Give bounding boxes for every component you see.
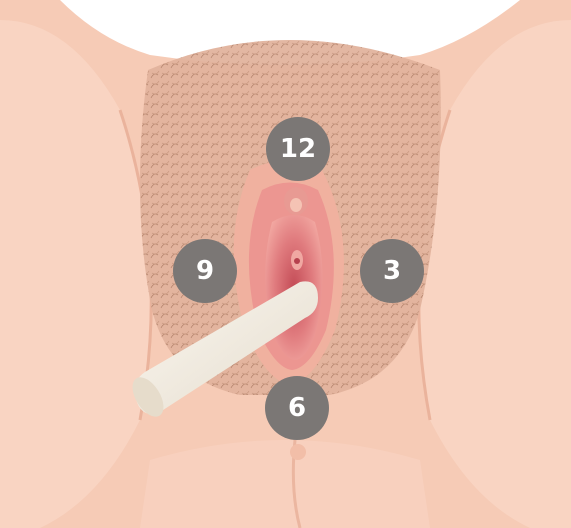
clock-marker-12: 12: [266, 117, 330, 181]
clock-marker-3: 3: [360, 239, 424, 303]
clock-marker-9: 9: [173, 239, 237, 303]
clock-marker-6: 6: [265, 376, 329, 440]
